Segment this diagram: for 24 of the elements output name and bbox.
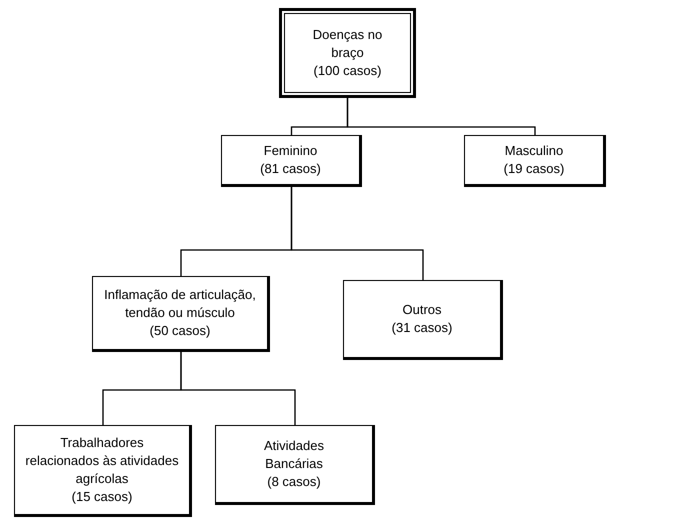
category-name: Trabalhadores relacionados às atividades agrícolas bbox=[24, 434, 180, 488]
category-box bbox=[92, 276, 270, 352]
case-count: (31 casos) bbox=[392, 319, 452, 337]
category-name: Outros bbox=[402, 301, 442, 319]
connector-line bbox=[290, 187, 424, 280]
case-count: (81 casos) bbox=[260, 160, 321, 178]
connector-line bbox=[346, 98, 536, 135]
case-count: (50 casos) bbox=[150, 322, 210, 340]
category-box bbox=[14, 425, 192, 517]
root-box bbox=[279, 8, 416, 98]
category-box bbox=[215, 425, 375, 505]
category-name: Doenças no braço bbox=[312, 26, 384, 62]
category-box bbox=[464, 135, 606, 187]
category-name: Inflamação de articulação, tendão ou músculo bbox=[103, 286, 257, 322]
connector-line bbox=[180, 352, 296, 425]
category-name: Masculino bbox=[504, 142, 564, 160]
category-name: Atividades Bancárias bbox=[263, 437, 325, 473]
case-count: (8 casos) bbox=[267, 473, 321, 491]
case-count: (19 casos) bbox=[504, 160, 564, 178]
category-name: Feminino bbox=[264, 142, 318, 160]
case-count: (15 casos) bbox=[72, 488, 132, 506]
category-box bbox=[343, 280, 503, 360]
case-count: (100 casos) bbox=[314, 62, 382, 80]
category-box bbox=[221, 135, 362, 187]
